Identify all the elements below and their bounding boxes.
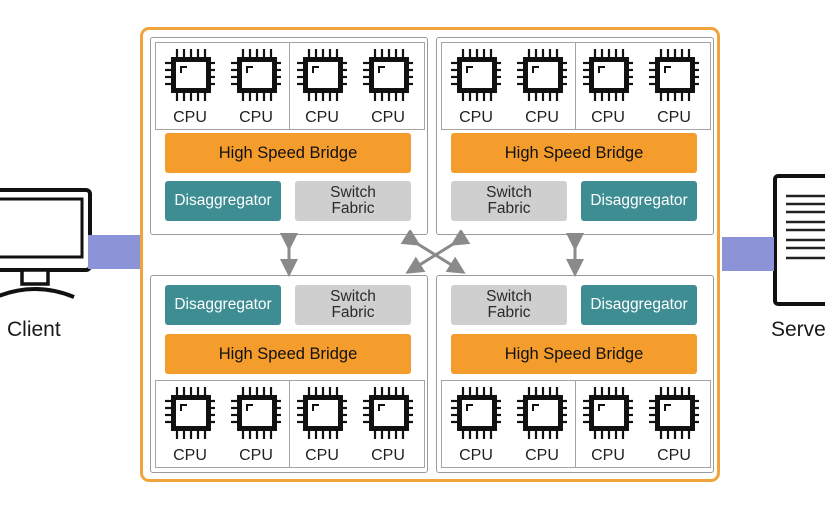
cpu-pair: CPU CPU: [575, 380, 711, 468]
node-bottom-left: Disaggregator Switch Fabric High Speed B…: [150, 275, 428, 473]
disaggregator: Disaggregator: [581, 285, 697, 325]
cpu: CPU: [292, 381, 352, 469]
server-icon: [773, 174, 825, 306]
client-label: Client: [7, 318, 61, 341]
high-speed-bridge: High Speed Bridge: [451, 334, 697, 374]
cpu: CPU: [512, 43, 572, 131]
cpu: CPU: [578, 43, 638, 131]
high-speed-bridge: High Speed Bridge: [451, 133, 697, 173]
cpu: CPU: [226, 381, 286, 469]
high-speed-bridge: High Speed Bridge: [165, 334, 411, 374]
cpu: CPU: [292, 43, 352, 131]
cpu-chip-icon: [297, 47, 347, 103]
disaggregator: Disaggregator: [581, 181, 697, 221]
cpu-pair: CPU CPU: [289, 380, 425, 468]
cpu-pair: CPU CPU: [441, 380, 577, 468]
cpu-chip-icon: [165, 385, 215, 441]
node-top-left: CPU CPU CPU CPU High Speed Bridge Disagg…: [150, 37, 428, 235]
cpu: CPU: [160, 43, 220, 131]
server-label: Server: [771, 318, 825, 341]
cpu-pair: CPU CPU: [289, 42, 425, 130]
disaggregator: Disaggregator: [165, 285, 281, 325]
switch-fabric: Switch Fabric: [451, 181, 567, 221]
cpu-pair: CPU CPU: [575, 42, 711, 130]
cpu-chip-icon: [165, 47, 215, 103]
cpu-chip-icon: [231, 385, 281, 441]
cpu-chip-icon: [517, 47, 567, 103]
switch-fabric: Switch Fabric: [295, 285, 411, 325]
cpu-pair: CPU CPU: [155, 42, 291, 130]
cpu: CPU: [358, 381, 418, 469]
cpu-chip-icon: [363, 385, 413, 441]
high-speed-bridge: High Speed Bridge: [165, 133, 411, 173]
switch-fabric: Switch Fabric: [295, 181, 411, 221]
cpu-chip-icon: [451, 385, 501, 441]
cpu: CPU: [446, 381, 506, 469]
disaggregator: Disaggregator: [165, 181, 281, 221]
cpu-chip-icon: [517, 385, 567, 441]
cpu-chip-icon: [451, 47, 501, 103]
cpu-pair: CPU CPU: [441, 42, 577, 130]
node-bottom-right: Switch Fabric Disaggregator High Speed B…: [436, 275, 714, 473]
switch-fabric: Switch Fabric: [451, 285, 567, 325]
cpu-chip-icon: [363, 47, 413, 103]
interconnect-arrows: [280, 230, 584, 277]
cpu: CPU: [358, 43, 418, 131]
cpu: CPU: [446, 43, 506, 131]
server-link-bar: [722, 237, 774, 271]
cpu: CPU: [578, 381, 638, 469]
cpu-pair: CPU CPU: [155, 380, 291, 468]
node-top-right: CPU CPU CPU CPU High Speed Bridge Switch…: [436, 37, 714, 235]
cpu-chip-icon: [583, 385, 633, 441]
cpu-chip-icon: [649, 385, 699, 441]
cpu-chip-icon: [583, 47, 633, 103]
cpu-chip-icon: [649, 47, 699, 103]
client-computer-icon: [0, 188, 92, 299]
cpu: CPU: [160, 381, 220, 469]
cpu-chip-icon: [297, 385, 347, 441]
client-link-bar: [88, 235, 140, 269]
cpu: CPU: [512, 381, 572, 469]
cpu: CPU: [644, 381, 704, 469]
cpu-chip-icon: [231, 47, 281, 103]
diagonal-arrow-2: [405, 230, 471, 274]
cpu: CPU: [226, 43, 286, 131]
cpu: CPU: [644, 43, 704, 131]
